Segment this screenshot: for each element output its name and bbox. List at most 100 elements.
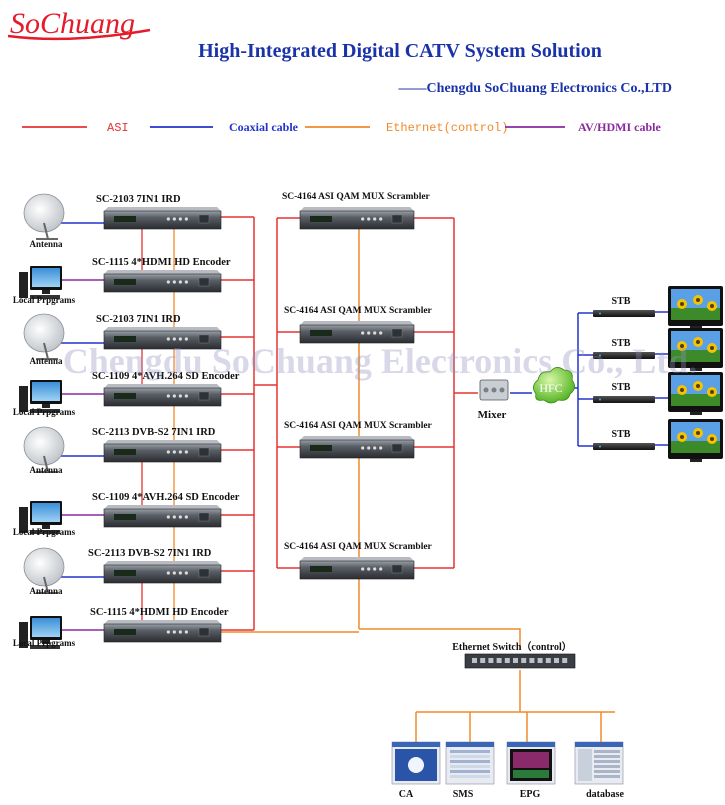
dish-arm-2 xyxy=(43,342,49,360)
mux-1-front xyxy=(299,324,415,344)
mux-0-port xyxy=(391,214,403,224)
device-0-port xyxy=(198,214,210,224)
monitor-stand-1 xyxy=(42,290,50,294)
source-label-3: Local Prpgrams xyxy=(13,407,76,417)
stb-3 xyxy=(593,443,655,450)
device-3-top xyxy=(104,384,221,388)
source-label-2: Antenna xyxy=(29,356,63,366)
server-database xyxy=(574,741,624,785)
device-6-btn-2 xyxy=(178,571,182,575)
antenna-6 xyxy=(23,547,65,594)
device-7-btn-3 xyxy=(184,630,188,634)
mux-1-top xyxy=(300,321,414,325)
mixer-port-2 xyxy=(499,387,505,393)
mixer xyxy=(479,379,509,401)
source-label-6: Antenna xyxy=(29,586,63,596)
sunflower-center-3-2 xyxy=(710,437,714,441)
device-4-display xyxy=(114,449,136,455)
sunflower-center-1-1 xyxy=(696,340,700,344)
mux-0-btn-0 xyxy=(361,217,365,221)
tv-stand-0 xyxy=(690,326,702,329)
sms-row-4 xyxy=(450,770,490,773)
mux-2-btn-0 xyxy=(361,446,365,450)
sms-row-1 xyxy=(450,755,490,758)
sunflower-center-2-1 xyxy=(696,384,700,388)
mux-2-display xyxy=(310,445,332,451)
mux-0-btn-3 xyxy=(379,217,383,221)
device-3-display xyxy=(114,393,136,399)
mux-2 xyxy=(299,436,415,459)
legend-label-2: Ethernet(control) xyxy=(386,121,508,135)
device-5-btn-0 xyxy=(166,515,170,519)
switch-body xyxy=(464,653,576,669)
dish-arm-6 xyxy=(43,576,49,594)
db-row-3 xyxy=(594,765,620,768)
device-5-front xyxy=(103,508,222,528)
device-4 xyxy=(103,440,222,463)
device-3-btn-3 xyxy=(184,394,188,398)
mux-0-btn-2 xyxy=(373,217,377,221)
device-0-display xyxy=(114,216,136,222)
device-4-port xyxy=(198,447,210,457)
tower-5 xyxy=(19,507,28,533)
sunflower-center-3-0 xyxy=(680,435,684,439)
server-label-2: EPG xyxy=(520,789,541,800)
device-label-3: SC-1109 4*AVH.264 SD Encoder xyxy=(92,371,240,382)
device-1-port xyxy=(198,277,210,287)
device-0-btn-3 xyxy=(184,217,188,221)
device-1-top xyxy=(104,270,221,274)
switch-port-6 xyxy=(521,658,527,663)
tv-grass-0 xyxy=(671,308,720,320)
db-row-0 xyxy=(594,750,620,753)
device-5 xyxy=(103,505,222,528)
device-1-btn-0 xyxy=(166,280,170,284)
stb-2 xyxy=(593,396,655,403)
switch-port-10 xyxy=(554,658,559,663)
tv-grass-3 xyxy=(671,441,720,453)
tower-1 xyxy=(19,272,28,298)
mux-label-2: SC-4164 ASI QAM MUX Scrambler xyxy=(284,421,433,431)
device-6-port xyxy=(198,568,210,578)
dish-0 xyxy=(23,193,65,233)
switch-port-1 xyxy=(480,658,486,663)
source-label-5: Local Prpgrams xyxy=(13,527,76,537)
device-7-top xyxy=(104,620,221,624)
device-label-2: SC-2103 7IN1 IRD xyxy=(96,314,181,325)
switch-port-8 xyxy=(537,658,543,663)
mux-2-btn-2 xyxy=(373,446,377,450)
stb-led-0 xyxy=(599,312,601,315)
logo-swoosh xyxy=(7,28,151,41)
db-row-2 xyxy=(594,760,620,763)
mux-0 xyxy=(299,207,415,230)
switch-port-7 xyxy=(529,658,535,663)
device-3 xyxy=(103,384,222,407)
dish-arm-0 xyxy=(43,222,49,240)
stb-led-1 xyxy=(599,354,601,357)
sunflower-center-0-0 xyxy=(680,302,684,306)
device-1-display xyxy=(114,279,136,285)
device-5-btn-3 xyxy=(184,515,188,519)
sunflower-center-2-0 xyxy=(680,388,684,392)
epg-video xyxy=(513,752,549,768)
device-0-btn-0 xyxy=(166,217,170,221)
computer-5 xyxy=(19,501,62,534)
tv-2 xyxy=(668,372,723,415)
ethernet-switch xyxy=(464,653,576,669)
device-7-btn-0 xyxy=(166,630,170,634)
legend-label-3: AV/HDMI cable xyxy=(578,120,661,134)
sms-row-0 xyxy=(450,750,490,753)
tv-grass-2 xyxy=(671,394,720,406)
stb-label-3: STB xyxy=(612,429,631,440)
hfc-label: HFC xyxy=(539,381,562,395)
stb-led-2 xyxy=(599,398,601,401)
device-2-top xyxy=(104,327,221,331)
device-5-btn-2 xyxy=(178,515,182,519)
epg-guide xyxy=(513,770,549,778)
device-3-front xyxy=(103,387,222,407)
device-0-top xyxy=(104,207,221,211)
eth-to-switch xyxy=(359,628,521,650)
source-label-4: Antenna xyxy=(29,465,63,475)
mixer-port-0 xyxy=(483,387,489,393)
dish-4 xyxy=(23,426,65,466)
